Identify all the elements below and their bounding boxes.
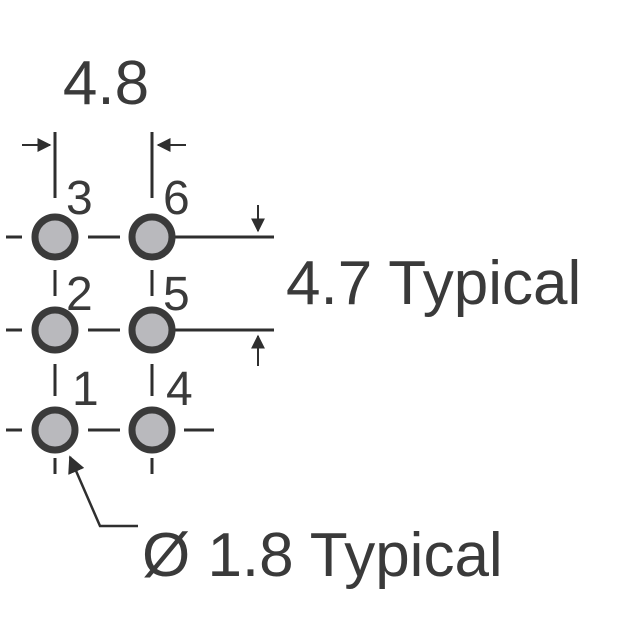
pin-3 bbox=[31, 213, 79, 261]
pin-label-5: 5 bbox=[163, 268, 190, 321]
pin-diameter-label: Ø 1.8 Typical bbox=[142, 521, 503, 590]
pitch-horizontal-label: 4.8 bbox=[63, 49, 149, 118]
pin-label-6: 6 bbox=[163, 172, 190, 225]
pin-2 bbox=[31, 306, 79, 354]
pin-labels: 3 6 2 5 1 4 bbox=[66, 172, 193, 416]
pin-4 bbox=[128, 406, 176, 454]
pin-5 bbox=[128, 306, 176, 354]
pin-6 bbox=[128, 213, 176, 261]
pin-1 bbox=[31, 406, 79, 454]
pin-label-4: 4 bbox=[166, 363, 193, 416]
vertical-dimension: 4.7 Typical bbox=[172, 205, 581, 366]
pitch-vertical-label: 4.7 Typical bbox=[286, 249, 581, 318]
pins bbox=[31, 213, 176, 454]
center-lines bbox=[6, 235, 214, 474]
diameter-leader: Ø 1.8 Typical bbox=[68, 455, 503, 590]
pin-label-1: 1 bbox=[72, 363, 99, 416]
pin-label-3: 3 bbox=[66, 172, 93, 225]
pin-label-2: 2 bbox=[66, 268, 93, 321]
horizontal-dimension: 4.8 bbox=[22, 49, 186, 198]
diameter-leader-line bbox=[68, 455, 138, 528]
